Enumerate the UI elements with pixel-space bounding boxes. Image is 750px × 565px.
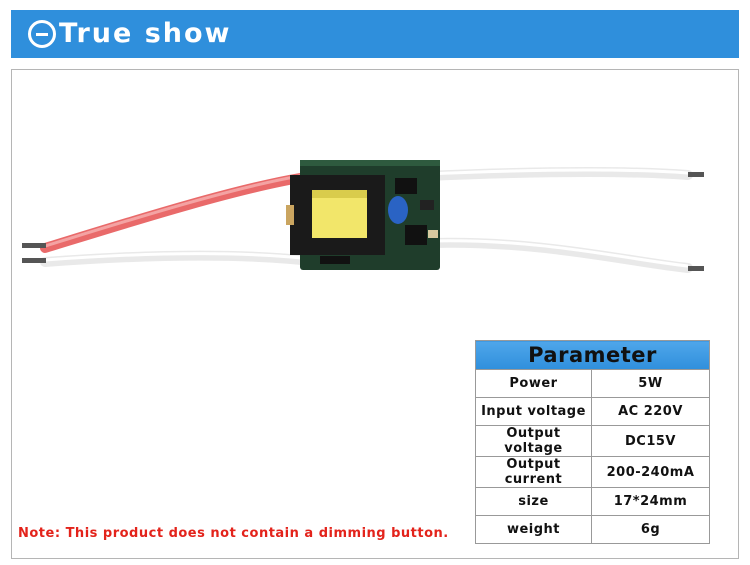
- param-key: Output current: [475, 456, 592, 488]
- param-value: 17*24mm: [591, 487, 710, 516]
- parameter-table: Parameter Power 5W Input voltage AC 220V…: [475, 340, 710, 544]
- red-wire: [40, 173, 305, 253]
- param-key: size: [475, 487, 592, 516]
- minus-circle-icon: [28, 20, 56, 48]
- blue-capacitor: [388, 196, 408, 224]
- title-banner: True show: [11, 10, 739, 58]
- white-wire-left: [40, 250, 325, 267]
- table-row: Output current 200-240mA: [475, 456, 710, 488]
- table-row: Power 5W: [475, 369, 710, 398]
- table-row: Output voltage DC15V: [475, 425, 710, 457]
- table-row: size 17*24mm: [475, 487, 710, 516]
- param-value: AC 220V: [591, 397, 710, 426]
- param-key: Power: [475, 369, 592, 398]
- banner-title: True show: [59, 18, 232, 49]
- white-wire-right-bottom: [425, 237, 693, 273]
- parameter-header: Parameter: [475, 340, 710, 370]
- param-value: 200-240mA: [591, 456, 710, 488]
- table-row: weight 6g: [475, 515, 710, 544]
- param-key: Input voltage: [475, 397, 592, 426]
- param-value: DC15V: [591, 425, 710, 457]
- param-key: weight: [475, 515, 592, 544]
- white-wire-right-top: [420, 167, 693, 181]
- table-row: Input voltage AC 220V: [475, 397, 710, 426]
- param-value: 5W: [591, 369, 710, 398]
- param-value: 6g: [591, 515, 710, 544]
- param-key: Output voltage: [475, 425, 592, 457]
- dimming-note: Note: This product does not contain a di…: [18, 526, 449, 541]
